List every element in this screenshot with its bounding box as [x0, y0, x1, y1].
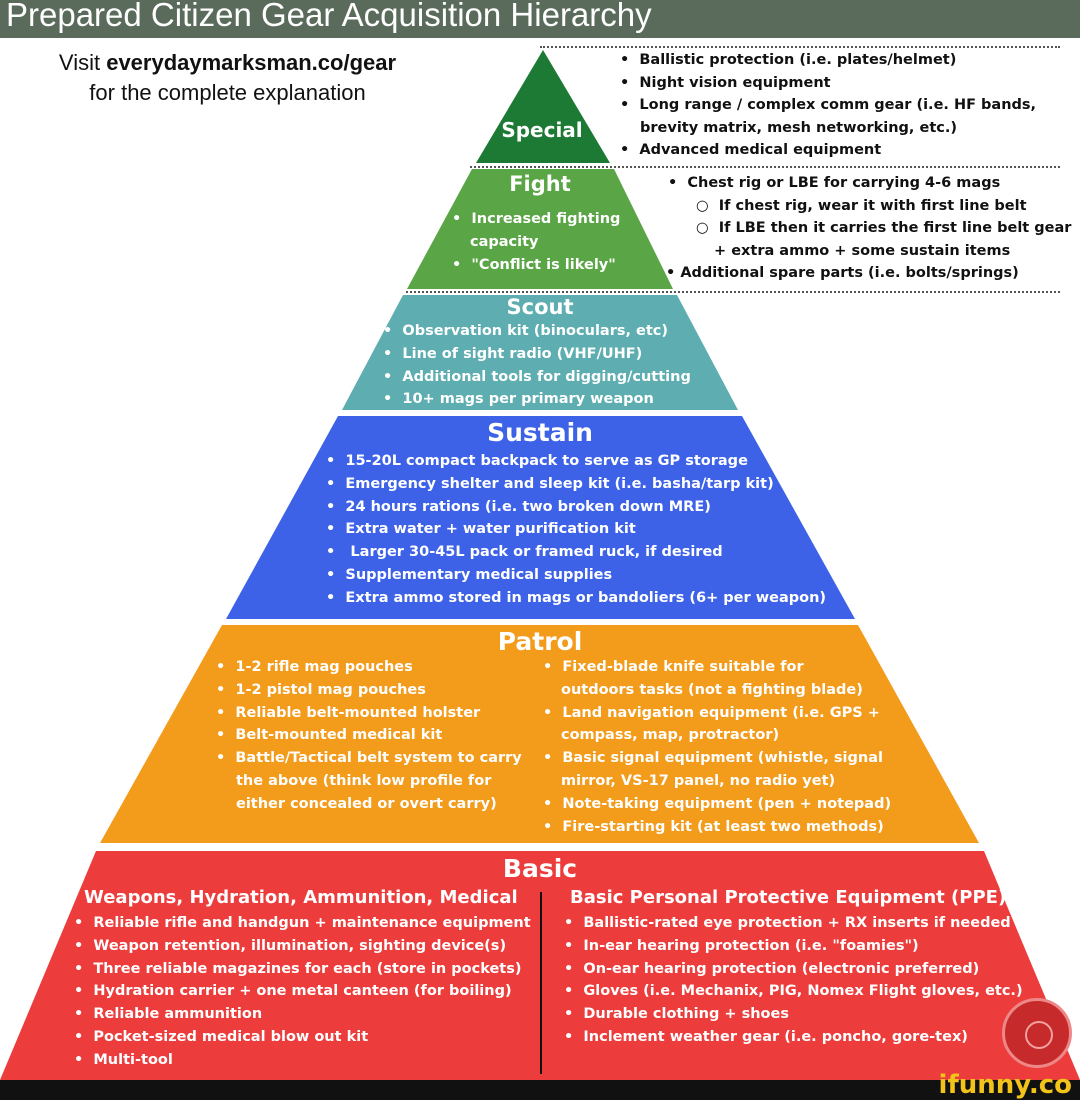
- title-bar: Prepared Citizen Gear Acquisition Hierar…: [0, 0, 1080, 38]
- visit-line2: for the complete explanation: [89, 80, 366, 105]
- list-item: outdoors tasks (not a fighting blade): [561, 681, 863, 698]
- list-item: • Emergency shelter and sleep kit (i.e. …: [326, 475, 774, 492]
- tier-scout-shape: [342, 295, 738, 410]
- list-item: • 1-2 pistol mag pouches: [216, 681, 426, 698]
- list-item: • Note-taking equipment (pen + notepad): [543, 795, 892, 812]
- list-item: • Reliable ammunition: [74, 1006, 263, 1023]
- list-item: • Night vision equipment: [620, 74, 831, 91]
- list-item: • Additional tools for digging/cutting: [383, 368, 691, 385]
- visit-caption: Visit everydaymarksman.co/gear for the c…: [0, 48, 455, 108]
- list-item: brevity matrix, mesh networking, etc.): [640, 119, 957, 136]
- list-item: • 1-2 rifle mag pouches: [216, 659, 413, 675]
- tier-fight-label: Fight: [509, 172, 571, 196]
- patrol-right-items: • Fixed-blade knife suitable for outdoor…: [543, 656, 891, 838]
- list-item: • Inclement weather gear (i.e. poncho, g…: [564, 1028, 968, 1045]
- tier-special-shape: [476, 50, 610, 163]
- tier-sustain-label: Sustain: [487, 418, 593, 447]
- visit-url[interactable]: everydaymarksman.co/gear: [106, 50, 397, 75]
- basic-right-items: • Ballistic-rated eye protection + RX in…: [564, 912, 1023, 1049]
- list-item: • Durable clothing + shoes: [564, 1006, 789, 1023]
- dotted-line-fight: [406, 291, 1060, 293]
- list-item: • Larger 30-45L pack or framed ruck, if …: [326, 544, 723, 561]
- ifunny-watermark[interactable]: ifunny.co: [938, 1070, 1072, 1100]
- list-item: • Land navigation equipment (i.e. GPS +: [543, 704, 880, 721]
- basic-divider: [540, 892, 542, 1074]
- list-item: • 10+ mags per primary weapon: [383, 391, 654, 408]
- list-item: ○ If chest rig, wear it with first line …: [696, 197, 1027, 214]
- basic-left-items: • Reliable rifle and handgun + maintenan…: [74, 912, 531, 1072]
- tier-scout-label: Scout: [506, 295, 574, 319]
- visit-prefix: Visit: [58, 50, 107, 75]
- list-item: • Observation kit (binoculars, etc): [383, 323, 669, 339]
- scout-items: • Observation kit (binoculars, etc) • Li…: [383, 320, 691, 411]
- list-item: • Extra water + water purification kit: [326, 521, 636, 538]
- page-title: Prepared Citizen Gear Acquisition Hierar…: [6, 0, 652, 33]
- list-item: + extra ammo + some sustain items: [714, 242, 1011, 259]
- list-item: • Increased fighting: [452, 211, 621, 227]
- list-item: • Ballistic protection (i.e. plates/helm…: [620, 52, 957, 68]
- sustain-items: • 15-20L compact backpack to serve as GP…: [326, 450, 826, 610]
- list-item: • Three reliable magazines for each (sto…: [74, 960, 522, 977]
- fight-side-items: • Chest rig or LBE for carrying 4-6 mags…: [666, 172, 1072, 285]
- list-item: • Extra ammo stored in mags or bandolier…: [326, 589, 827, 606]
- tier-fight-shape: [407, 169, 673, 289]
- list-item: • In-ear hearing protection (i.e. "foami…: [564, 937, 919, 954]
- list-item: • On-ear hearing protection (electronic …: [564, 960, 980, 977]
- list-item: • "Conflict is likely": [452, 256, 616, 273]
- basic-left-heading: Weapons, Hydration, Ammunition, Medical: [84, 887, 518, 908]
- bottom-bar: [0, 1080, 1080, 1100]
- list-item: • Basic signal equipment (whistle, signa…: [543, 750, 883, 767]
- tier-basic-label: Basic: [502, 854, 578, 883]
- list-item: • Line of sight radio (VHF/UHF): [383, 345, 643, 362]
- list-item: • Chest rig or LBE for carrying 4-6 mags: [668, 175, 1001, 191]
- list-item: • Fire-starting kit (at least two method…: [543, 818, 884, 835]
- list-item: ○ If LBE then it carries the first line …: [696, 220, 1072, 237]
- list-item: • Belt-mounted medical kit: [216, 727, 443, 744]
- seal-target-icon: [1025, 1021, 1053, 1049]
- list-item: compass, map, protractor): [561, 727, 780, 744]
- dotted-line-special: [470, 166, 1060, 168]
- list-item: • Reliable rifle and handgun + maintenan…: [74, 915, 531, 931]
- list-item: the above (think low profile for: [236, 772, 492, 789]
- list-item: • Advanced medical equipment: [620, 142, 882, 159]
- basic-right-heading: Basic Personal Protective Equipment (PPE…: [570, 887, 1007, 908]
- list-item: • 24 hours rations (i.e. two broken down…: [326, 498, 711, 515]
- list-item: mirror, VS-17 panel, no radio yet): [561, 772, 836, 789]
- list-item: • Weapon retention, illumination, sighti…: [74, 937, 507, 954]
- list-item: either concealed or overt carry): [236, 795, 497, 812]
- list-item: • 15-20L compact backpack to serve as GP…: [326, 453, 748, 469]
- tier-special-label: Special: [501, 118, 583, 142]
- list-item: • Reliable belt-mounted holster: [216, 704, 481, 721]
- list-item: capacity: [470, 233, 539, 250]
- special-items: • Ballistic protection (i.e. plates/helm…: [620, 49, 1036, 162]
- list-item: • Multi-tool: [74, 1051, 173, 1068]
- tier-patrol-shape: [100, 625, 979, 843]
- patrol-left-items: • 1-2 rifle mag pouches • 1-2 pistol mag…: [216, 656, 522, 816]
- list-item: • Ballistic-rated eye protection + RX in…: [564, 915, 1011, 931]
- list-item: • Battle/Tactical belt system to carry: [216, 750, 522, 767]
- tier-patrol-label: Patrol: [497, 627, 583, 656]
- list-item: • Hydration carrier + one metal canteen …: [74, 983, 512, 1000]
- list-item: • Supplementary medical supplies: [326, 566, 613, 583]
- list-item: • Pocket-sized medical blow out kit: [74, 1028, 369, 1045]
- tier-sustain-shape: [226, 416, 855, 619]
- list-item: • Additional spare parts (i.e. bolts/spr…: [666, 265, 1019, 282]
- list-item: • Gloves (i.e. Mechanix, PIG, Nomex Flig…: [564, 983, 1023, 1000]
- dotted-line-top: [540, 46, 1060, 48]
- list-item: • Long range / complex comm gear (i.e. H…: [620, 97, 1037, 114]
- list-item: • Fixed-blade knife suitable for: [543, 659, 804, 675]
- fight-items: • Increased fighting capacity • "Conflic…: [452, 208, 620, 276]
- everyday-marksman-seal-icon: [1002, 998, 1072, 1068]
